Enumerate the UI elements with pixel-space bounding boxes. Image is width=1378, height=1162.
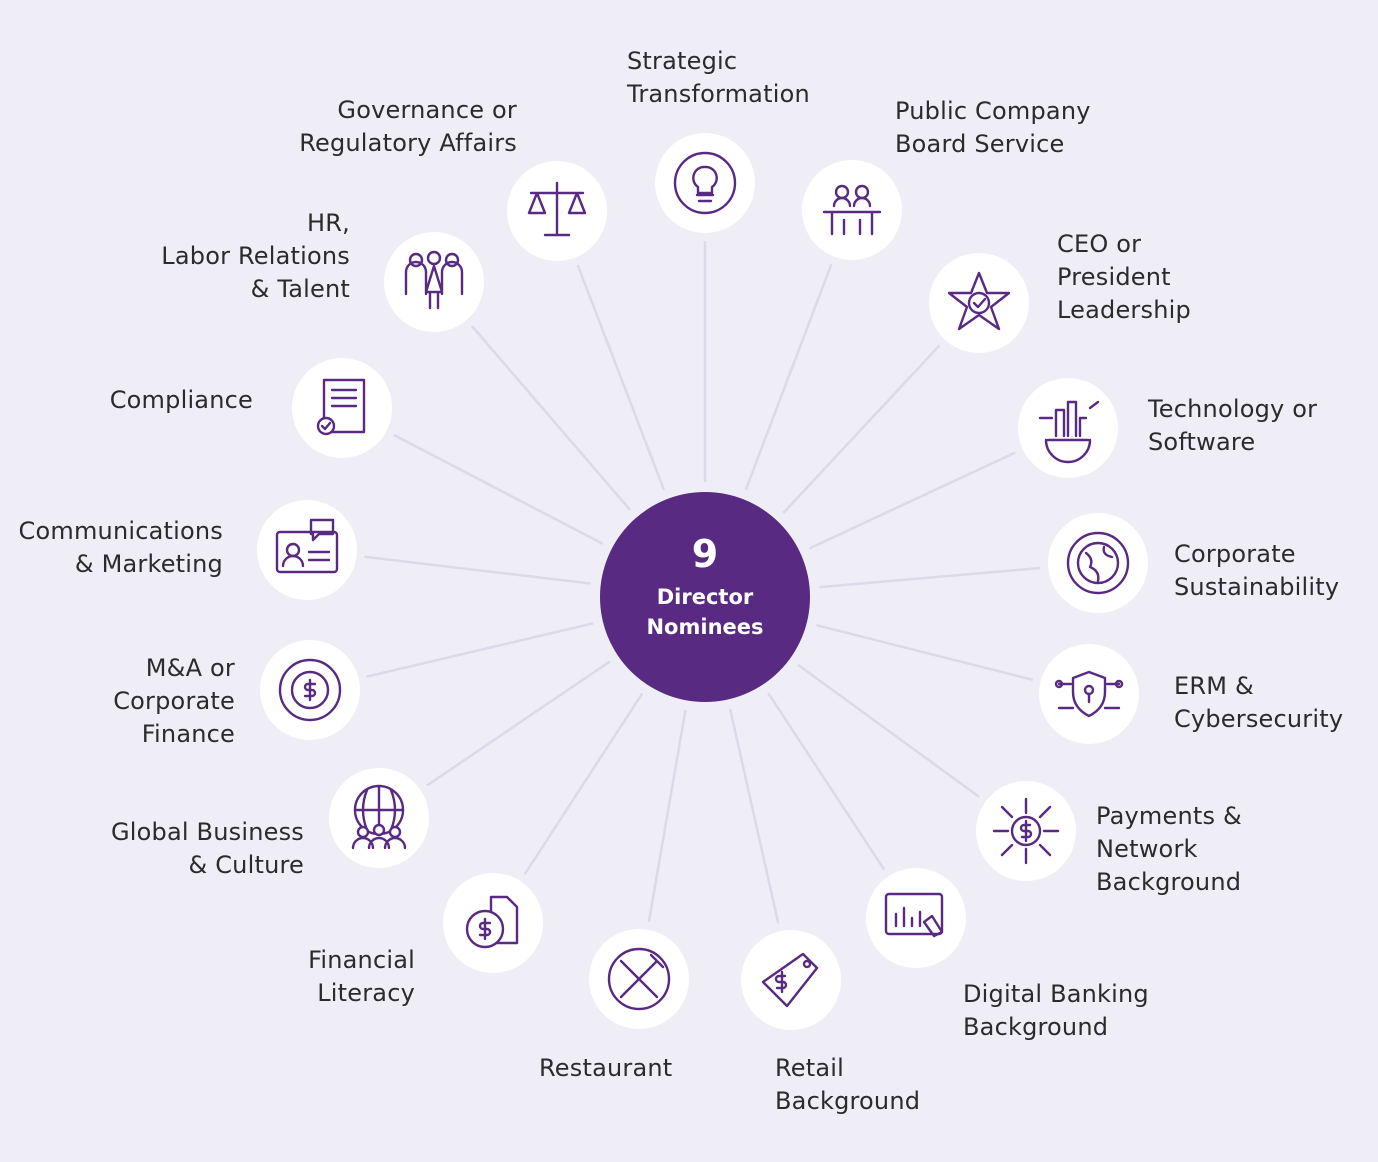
skill-label: M&A or Corporate Finance — [113, 654, 235, 748]
connector-line — [366, 622, 594, 678]
skill-label: Payments & Network Background — [1096, 802, 1242, 896]
connector-line — [767, 692, 886, 871]
globe-gear-icon — [1048, 513, 1148, 613]
dollar-network-icon — [976, 781, 1076, 881]
hub-label-line2: Nominees — [646, 615, 764, 639]
connector-line — [576, 264, 665, 491]
skill-label: Strategic Transformation — [627, 47, 810, 108]
skill-label: Corporate Sustainability — [1174, 540, 1340, 601]
scales-icon — [507, 161, 607, 261]
connector-line — [392, 433, 604, 546]
skill-label: Digital Banking Background — [963, 980, 1149, 1041]
skill-label: Technology or Software — [1148, 395, 1318, 456]
connector-line — [364, 555, 591, 585]
connector-line — [647, 710, 687, 923]
connector-line — [782, 344, 941, 514]
skill-label: Communications & Marketing — [18, 517, 223, 578]
connector-line — [744, 263, 833, 490]
shield-network-icon — [1039, 644, 1139, 744]
connector-line — [819, 566, 1041, 589]
hub-label-line1: Director — [656, 585, 754, 609]
skill-label: Financial Literacy — [308, 946, 415, 1007]
id-card-chat-icon — [257, 500, 357, 600]
coin-document-icon — [443, 873, 543, 973]
fork-knife-icon — [589, 929, 689, 1029]
skill-label: Public Company Board Service — [895, 97, 1091, 158]
connector-line — [816, 623, 1034, 682]
tablet-chart-icon — [866, 868, 966, 968]
connector-line — [523, 692, 644, 876]
connector-line — [808, 451, 1016, 550]
globe-people-icon — [329, 768, 429, 868]
skill-label: Governance or Regulatory Affairs — [299, 96, 517, 157]
skill-label: Restaurant — [539, 1054, 673, 1082]
connector-line — [797, 663, 980, 798]
price-tag-icon — [741, 930, 841, 1030]
connector-line — [728, 708, 780, 924]
skill-label: Compliance — [109, 386, 253, 414]
nominee-count: 9 — [691, 532, 719, 576]
people-group-icon — [384, 232, 484, 332]
certificate-icon — [292, 358, 392, 458]
skill-label: Global Business & Culture — [110, 818, 304, 879]
skill-label: CEO or President Leadership — [1057, 230, 1191, 324]
skill-label: Retail Background — [775, 1054, 921, 1115]
connector-line — [426, 660, 611, 787]
director-nominees-hub: 9 Director Nominees — [600, 492, 810, 702]
skill-label: ERM & Cybersecurity — [1174, 672, 1344, 733]
connector-line — [470, 325, 631, 511]
lightbulb-gear-icon — [655, 133, 755, 233]
skill-label: HR, Labor Relations & Talent — [161, 209, 350, 303]
tech-gear-icon — [1018, 378, 1118, 478]
board-meeting-icon — [802, 160, 902, 260]
star-badge-icon — [929, 253, 1029, 353]
dollar-cycle-icon — [260, 640, 360, 740]
